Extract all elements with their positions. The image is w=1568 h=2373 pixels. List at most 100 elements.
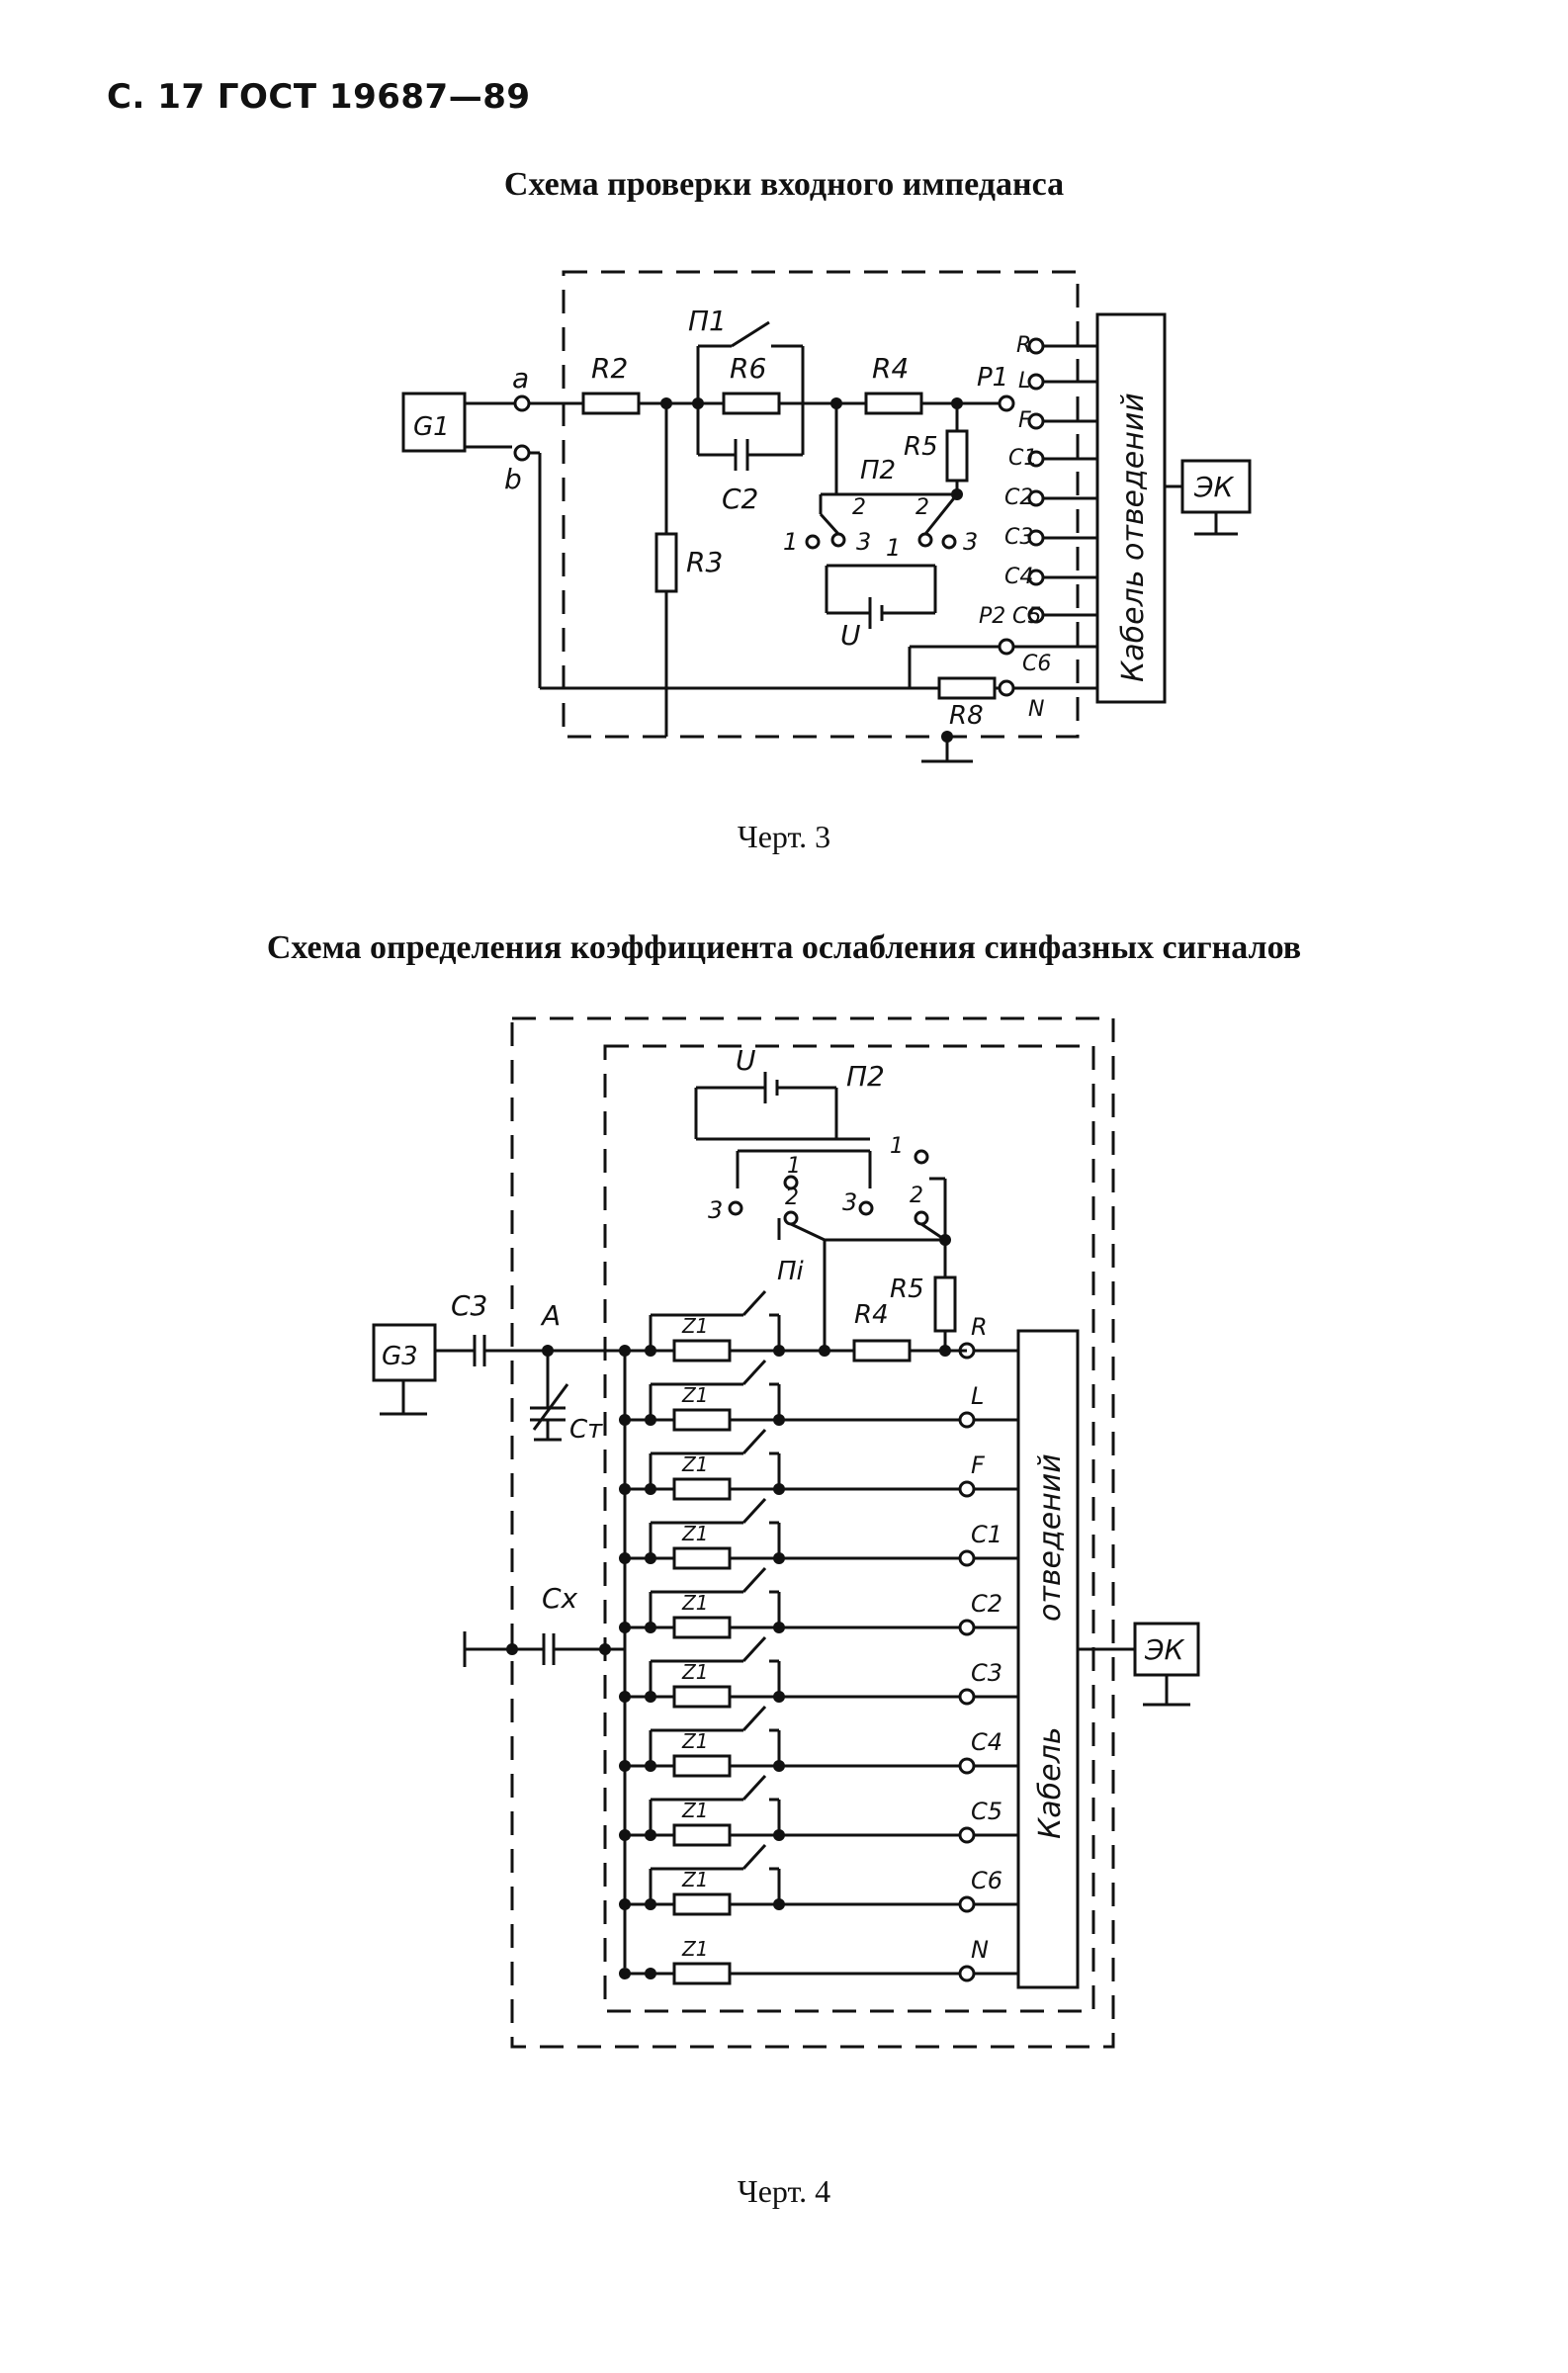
fig4-outer-enclosure: [510, 1016, 1115, 2049]
fig4-lead-label: C2: [971, 1590, 1002, 1618]
fig4-lead-row: Z1 N: [619, 1936, 1018, 1985]
fig3-a-label: a: [512, 362, 529, 395]
svg-text:R: R: [1016, 333, 1031, 358]
fig4-z1-resistor: [672, 1616, 732, 1639]
fig4-z1-resistor: [672, 1546, 732, 1570]
fig3-r5-label: R5: [904, 432, 938, 462]
fig4-lead-terminal: [958, 1757, 976, 1775]
fig4-z1-label: Z1: [681, 1591, 708, 1615]
fig4-z1-resistor: [672, 1685, 732, 1709]
fig4-lead-label: R: [971, 1313, 988, 1341]
svg-text:1: 1: [787, 1154, 801, 1179]
svg-text:1: 1: [783, 528, 798, 556]
fig4-z1-label: Z1: [681, 1937, 708, 1961]
fig4-lead-terminal: [958, 1965, 976, 1982]
fig4-lead-label: C5: [971, 1798, 1002, 1825]
fig4-lead-row: Z1 C4: [619, 1705, 1018, 1778]
fig4-r5-label: R5: [890, 1274, 924, 1304]
svg-text:2: 2: [785, 1186, 799, 1210]
fig4-z1-resistor: [672, 1754, 732, 1778]
fig4-lead-label: C1: [971, 1521, 1002, 1548]
svg-text:3: 3: [856, 528, 871, 556]
fig4-lead-row: Z1 C6: [619, 1843, 1018, 1916]
fig3-c2-label: C2: [722, 483, 758, 515]
fig4-lead-terminal: [958, 1826, 976, 1844]
fig4-lead-row: Z1 C5: [619, 1774, 1018, 1847]
svg-text:2: 2: [852, 495, 866, 520]
svg-text:C4: C4: [1004, 565, 1033, 589]
page-header: С. 17 ГОСТ 19687—89: [107, 77, 531, 117]
fig4-z1-label: Z1: [681, 1729, 708, 1753]
fig4-c3-label: C3: [451, 1289, 487, 1322]
fig3-r2-label: R2: [591, 352, 628, 385]
svg-text:C1: C1: [1008, 446, 1037, 471]
fig4-lead-row: Z1 C1: [619, 1497, 1018, 1570]
fig4-u-label: U: [736, 1044, 756, 1077]
fig4-lead-label: F: [971, 1451, 986, 1479]
figure3-title: Схема проверки входного импеданса: [503, 166, 1065, 203]
fig4-pi-label: Пi: [777, 1257, 805, 1286]
fig4-g3-label: G3: [382, 1342, 418, 1371]
fig4-cx-label: Cx: [542, 1582, 578, 1615]
fig4-z1-label: Z1: [681, 1314, 708, 1338]
fig3-p2-switch-label: П2: [860, 456, 896, 485]
figure3-diagram: G1 a b R2 R3 П1 R6 C2 R4 P1 R5 П2 2 2: [401, 270, 1252, 763]
fig3-p1-label: P1: [977, 363, 1008, 393]
fig3-r4-label: R4: [872, 352, 909, 385]
fig4-lead-row: Z1 F: [619, 1428, 1018, 1501]
fig4-lead-label: L: [971, 1382, 984, 1410]
fig4-z1-label: Z1: [681, 1799, 708, 1822]
fig4-z1-resistor: [672, 1408, 732, 1432]
fig3-lead-terminals: [1013, 337, 1097, 690]
fig3-r3-label: R3: [686, 546, 723, 578]
fig4-r4: [852, 1339, 912, 1362]
fig4-lead-terminal: [958, 1688, 976, 1706]
fig4-lead-label: C6: [971, 1867, 1002, 1894]
fig4-z1-label: Z1: [681, 1868, 708, 1891]
fig4-inner-enclosure: [603, 1044, 1095, 2013]
fig4-z1-label: Z1: [681, 1452, 708, 1476]
figure4-caption: Черт. 4: [737, 2173, 831, 2209]
fig4-z1-resistor: [672, 1339, 732, 1362]
svg-text:3: 3: [708, 1196, 723, 1224]
fig3-g1-label: G1: [413, 412, 450, 442]
fig3-r6-label: R6: [730, 352, 766, 385]
fig4-lead-terminal: [958, 1895, 976, 1913]
fig4-cable-label-a: отведений: [1033, 1453, 1068, 1622]
fig4-lead-terminal: [958, 1411, 976, 1429]
svg-text:C3: C3: [1004, 525, 1033, 550]
fig4-z1-resistor: [672, 1823, 732, 1847]
svg-text:3: 3: [842, 1188, 857, 1216]
fig3-cable-label: Кабель отведений: [1116, 393, 1151, 682]
fig4-lead-label: C3: [971, 1659, 1002, 1687]
fig3-u-label: U: [840, 619, 861, 652]
fig4-lead-row: Z1 C2: [619, 1566, 1018, 1639]
svg-text:L: L: [1018, 369, 1030, 394]
fig4-z1-resistor: [672, 1962, 732, 1985]
svg-text:3: 3: [963, 528, 978, 556]
fig4-ct-label: Cт: [569, 1415, 603, 1445]
fig3-b-label: b: [504, 463, 522, 495]
fig4-lead-label: N: [971, 1936, 989, 1964]
fig4-p2-label: П2: [846, 1060, 885, 1093]
fig4-lead-terminal: [958, 1619, 976, 1636]
fig4-z1-label: Z1: [681, 1522, 708, 1545]
fig4-cable: [1016, 1329, 1080, 1989]
fig4-ek-label: ЭК: [1144, 1633, 1185, 1666]
svg-text:P2: P2: [979, 604, 1005, 629]
fig4-lead-label: C4: [971, 1728, 1002, 1756]
svg-text:2: 2: [910, 1184, 923, 1208]
fig4-z1-label: Z1: [681, 1383, 708, 1407]
svg-text:2: 2: [915, 495, 929, 520]
svg-text:C2: C2: [1004, 485, 1033, 510]
svg-text:N: N: [1028, 697, 1044, 722]
fig4-z1-resistor: [672, 1892, 732, 1916]
fig3-g1-box: [401, 392, 467, 453]
fig4-z1-label: Z1: [681, 1660, 708, 1684]
fig3-ek-label: ЭК: [1193, 471, 1235, 503]
svg-text:F: F: [1018, 408, 1031, 433]
svg-text:1: 1: [890, 1134, 904, 1159]
svg-text:C5: C5: [1012, 604, 1041, 629]
